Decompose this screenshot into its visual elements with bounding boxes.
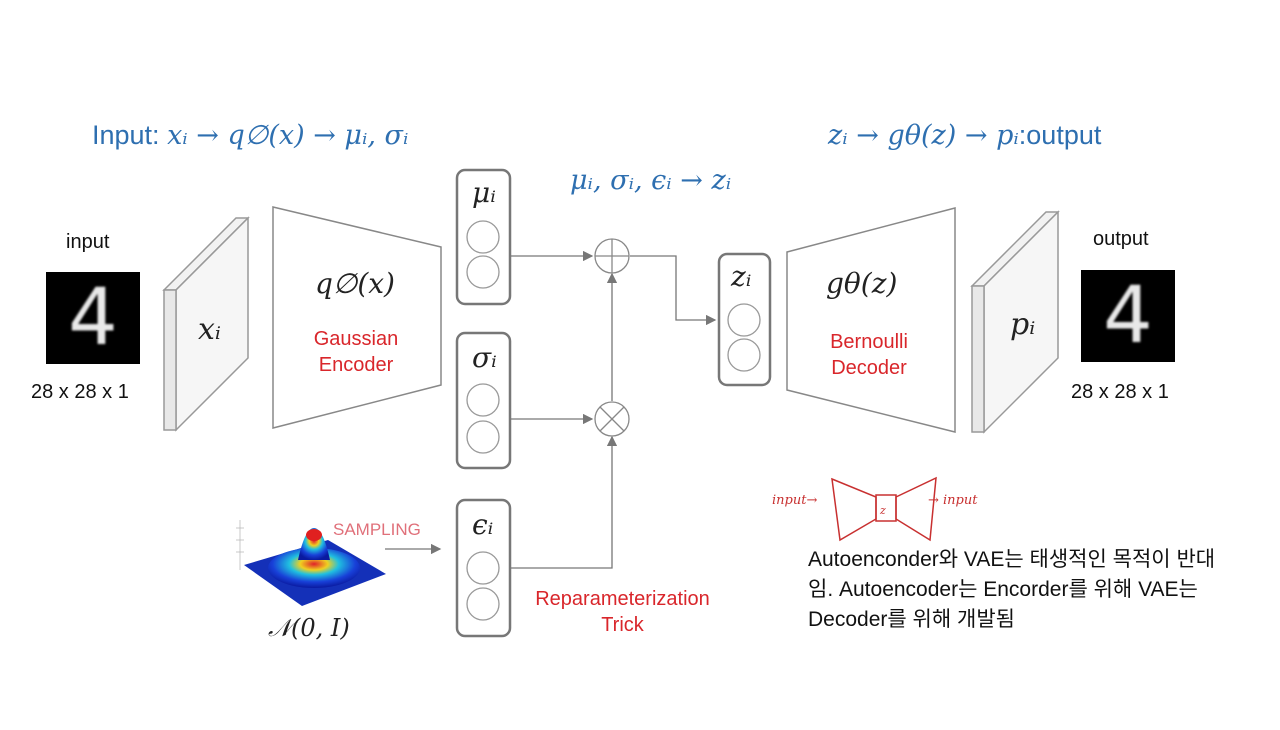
connections bbox=[510, 250, 717, 569]
x-layer-slab bbox=[162, 216, 250, 432]
mu-symbol: μᵢ bbox=[472, 176, 496, 209]
input-digit: 4 bbox=[68, 273, 118, 363]
hourglass-sketch: z input→ → input bbox=[772, 476, 978, 542]
sketch-in-label: input→ bbox=[772, 493, 817, 508]
reparam-label: Reparameterization Trick bbox=[535, 588, 710, 636]
input-label: input bbox=[66, 231, 110, 253]
epsilon-symbol: ϵᵢ bbox=[472, 508, 494, 541]
input-image: 4 bbox=[46, 272, 140, 364]
sigma-symbol: σᵢ bbox=[472, 341, 497, 374]
decoder-name: Bernoulli Decoder bbox=[830, 331, 908, 379]
gaussian-surface bbox=[236, 520, 442, 606]
p-layer-symbol: pᵢ bbox=[1010, 307, 1036, 342]
output-image: 4 bbox=[1081, 270, 1175, 362]
p-layer-slab bbox=[970, 210, 1060, 434]
decoder-symbol: gθ(z) bbox=[826, 267, 898, 300]
header-left-formula: xᵢ → q∅(x) → μᵢ, σᵢ bbox=[167, 120, 409, 151]
output-label: output bbox=[1093, 228, 1149, 250]
encoder-name: Gaussian Encoder bbox=[313, 328, 399, 376]
header-mid: μᵢ, σᵢ, ϵᵢ → zᵢ bbox=[570, 165, 732, 196]
input-dims: 28 x 28 x 1 bbox=[31, 381, 129, 403]
sketch-z: z bbox=[879, 504, 886, 517]
distribution-label: 𝒩(0, I) bbox=[268, 614, 350, 642]
header-left-prefix: Input: bbox=[92, 120, 168, 150]
header-right-formula: zᵢ → gθ(z) → pᵢ bbox=[828, 120, 1019, 151]
sketch-out-label: → input bbox=[928, 493, 978, 508]
encoder-shape bbox=[272, 206, 442, 429]
z-symbol: zᵢ bbox=[731, 260, 752, 293]
header-left: Input: xᵢ → q∅(x) → μᵢ, σᵢ bbox=[92, 120, 408, 151]
x-layer-symbol: xᵢ bbox=[198, 312, 221, 347]
header-right: zᵢ → gθ(z) → pᵢ:output bbox=[828, 120, 1101, 151]
sampling-label: SAMPLING bbox=[333, 520, 421, 539]
header-right-suffix: :output bbox=[1018, 120, 1102, 150]
decoder-shape bbox=[786, 207, 956, 433]
add-node bbox=[594, 238, 630, 274]
note-text: Autoenconder와 VAE는 태생적인 목적이 반대임. Autoenc… bbox=[808, 548, 1216, 631]
output-dims: 28 x 28 x 1 bbox=[1071, 381, 1169, 403]
output-digit: 4 bbox=[1103, 271, 1153, 361]
encoder-symbol: q∅(x) bbox=[315, 267, 395, 300]
multiply-node bbox=[594, 401, 630, 437]
